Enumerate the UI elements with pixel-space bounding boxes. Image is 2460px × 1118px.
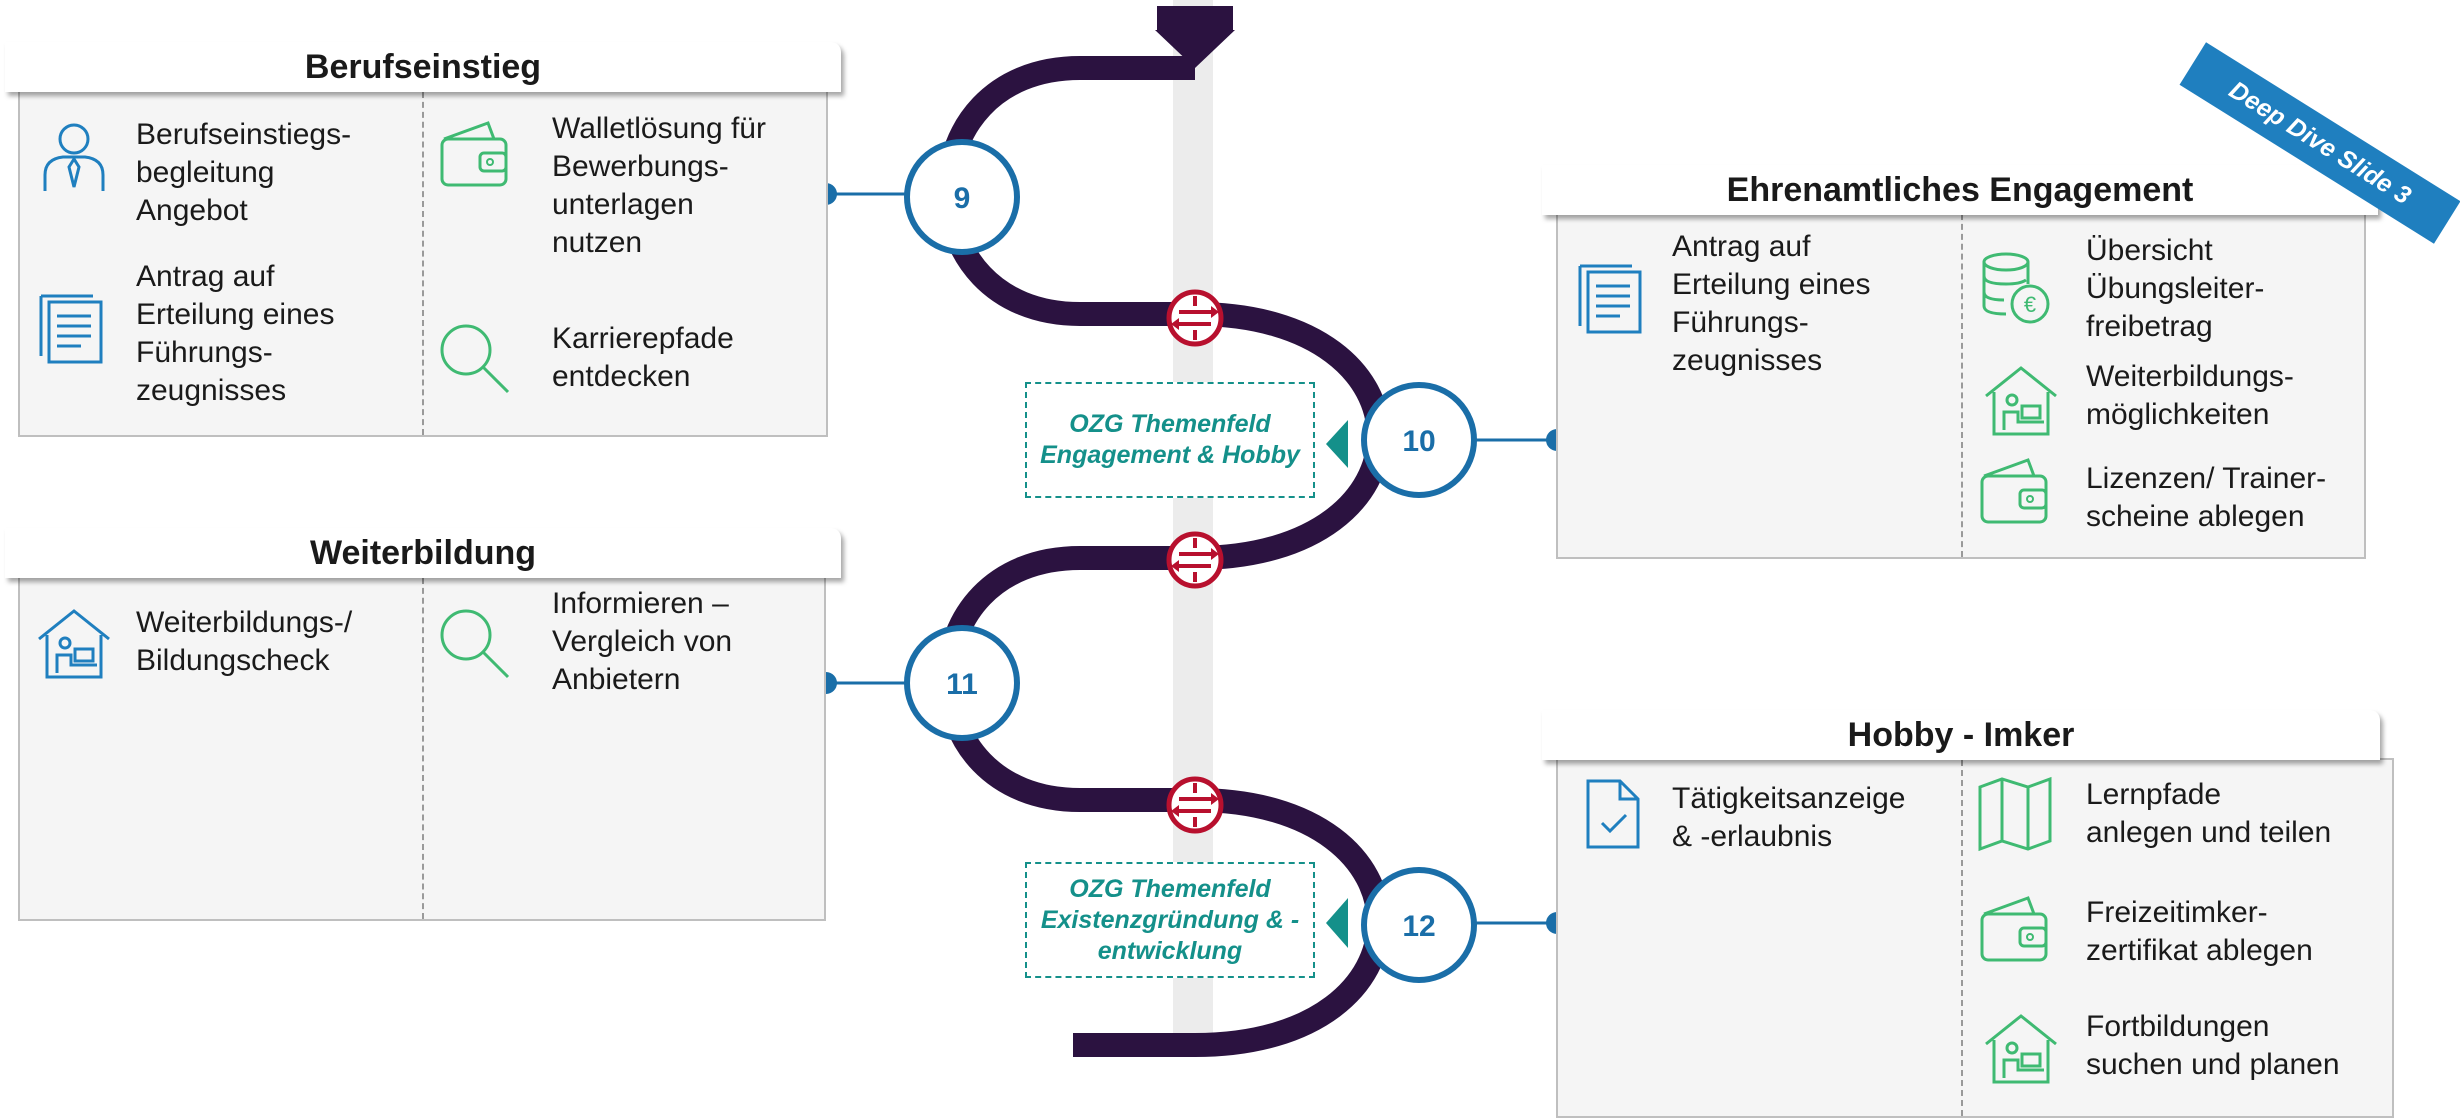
item-freizeitimker: Freizeitimker- zertifikat ablegen <box>2086 896 2313 967</box>
wallet-icon <box>1980 458 2048 524</box>
document-icon <box>39 294 103 364</box>
panel-weiterbildung <box>18 576 826 921</box>
panel-title: Ehrenamtliches Engagement <box>1542 165 2378 215</box>
callout-existenzgruendung: OZG Themenfeld Existenzgründung & - entw… <box>1025 862 1315 978</box>
wallet-icon <box>440 121 508 187</box>
item-berufseinstiegsbegleitung: Berufseinstiegs- begleitung Angebot <box>136 118 352 227</box>
callout-pointer <box>1326 898 1348 948</box>
item-taetigkeitsanzeige: Tätigkeitsanzeige & -erlaubnis <box>1672 782 1906 853</box>
item-karrierepfade: Karrierepfade entdecken <box>552 322 734 393</box>
home-study-icon <box>1985 366 2057 436</box>
step-number-12: 12 <box>1402 910 1435 943</box>
panel-ehrenamt <box>1556 212 2366 559</box>
callout-pointer <box>1326 420 1348 468</box>
item-anbietervergleich: Informieren – Vergleich von Anbietern <box>552 587 733 696</box>
item-bildungscheck: Weiterbildungs-/ Bildungscheck <box>136 606 353 677</box>
item-lernpfade: Lernpfade anlegen und teilen <box>2086 778 2332 849</box>
map-icon <box>1978 776 2052 852</box>
step-number-9: 9 <box>954 182 971 215</box>
item-lizenzen: Lizenzen/ Trainer- scheine ablegen <box>2086 462 2327 533</box>
step-number-11: 11 <box>946 668 978 701</box>
connector-9 <box>815 183 908 205</box>
start-arrow-icon <box>1155 6 1235 68</box>
connector-10 <box>1475 429 1568 451</box>
panel-imker <box>1556 758 2394 1118</box>
connector-12 <box>1475 912 1568 934</box>
end-hatch-icon <box>1073 1033 1150 1057</box>
callout-engagement-hobby: OZG Themenfeld Engagement & Hobby <box>1025 382 1315 498</box>
item-uebungsleiterfreibetrag: Übersicht Übungsleiter- freibetrag <box>2086 234 2265 343</box>
item-walletloesung: Walletlösung für Bewerbungs- unterlagen … <box>552 112 766 259</box>
exchange-icon <box>1166 289 1224 347</box>
item-fuehrungszeugnis: Antrag auf Erteilung eines Führungs- zeu… <box>136 260 335 407</box>
connector-11 <box>815 672 908 694</box>
panel-title: Weiterbildung <box>5 528 841 578</box>
journey-curve <box>936 56 1391 1057</box>
wallet-icon <box>1980 896 2048 962</box>
coins-euro-icon: € <box>1982 252 2050 324</box>
document-icon <box>1578 264 1642 334</box>
magnifier-icon <box>440 324 510 394</box>
exchange-icon <box>1166 776 1224 834</box>
svg-text:€: € <box>2024 292 2036 317</box>
person-icon <box>43 123 105 191</box>
journey-path-diagram: 9 10 11 12 <box>815 0 1568 1057</box>
magnifier-icon <box>440 609 510 679</box>
panel-title: Hobby - Imker <box>1542 710 2380 760</box>
step-circle-11 <box>904 625 1020 741</box>
panel-title: Berufseinstieg <box>5 42 841 92</box>
document-check-icon <box>1586 779 1640 849</box>
step-number-10: 10 <box>1402 425 1435 458</box>
step-circle-9 <box>904 139 1020 255</box>
home-study-icon <box>1985 1014 2057 1084</box>
step-circle-10 <box>1361 382 1477 498</box>
exchange-icon <box>1166 531 1224 589</box>
item-weiterbildungsmoeglichkeiten: Weiterbildungs- möglichkeiten <box>2086 360 2294 431</box>
step-circle-12 <box>1361 867 1477 983</box>
home-study-icon <box>38 609 110 679</box>
item-fuehrungszeugnis: Antrag auf Erteilung eines Führungs- zeu… <box>1672 230 1871 377</box>
item-fortbildungen: Fortbildungen suchen und planen <box>2086 1010 2340 1081</box>
